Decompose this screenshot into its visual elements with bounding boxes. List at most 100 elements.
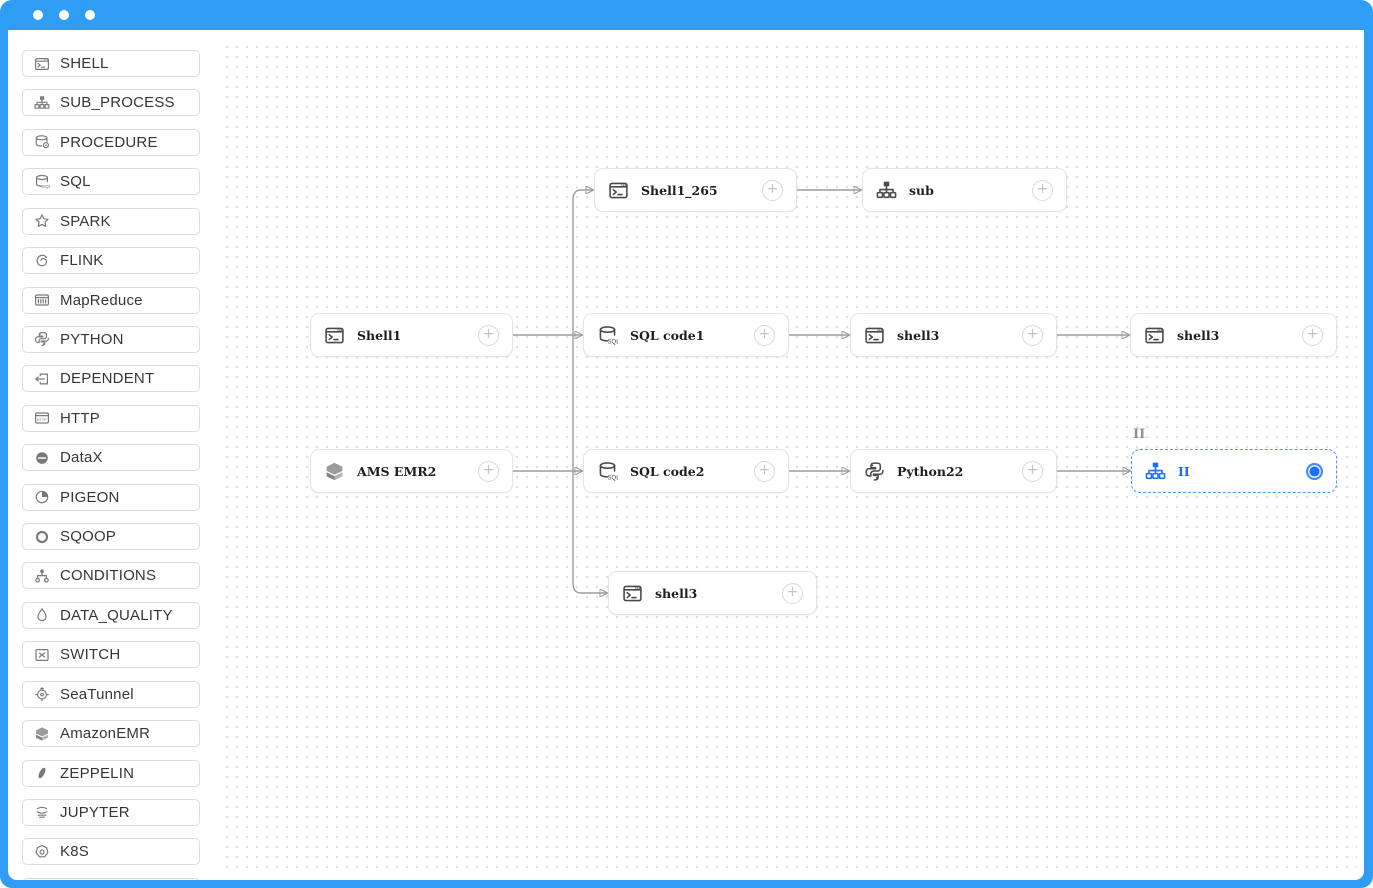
sub-process-icon xyxy=(34,95,50,111)
sidebar-item-label: ZEPPELIN xyxy=(60,764,135,782)
shell-icon xyxy=(608,180,629,201)
task-node-sql_code1[interactable]: SQL SQL code1 + xyxy=(583,313,789,357)
sidebar-item-conditions[interactable]: CONDITIONS xyxy=(22,562,200,590)
window-content: SHELL SUB_PROCESS PROCEDURE SQL SQL SPARK FLIN… xyxy=(8,30,1364,880)
sidebar-item-seatunnel[interactable]: SeaTunnel xyxy=(22,680,200,708)
add-connection-button[interactable]: + xyxy=(1022,324,1043,346)
window-minimize-button[interactable] xyxy=(59,10,69,20)
task-node-python22[interactable]: Python22 + xyxy=(850,449,1057,493)
task-node-shell3_b[interactable]: shell3 + xyxy=(1130,313,1337,357)
sidebar-item-jupyter[interactable]: JUPYTER xyxy=(22,798,200,826)
sidebar-item-sql[interactable]: SQL SQL xyxy=(22,168,200,196)
svg-text:SQL: SQL xyxy=(42,184,50,189)
add-connection-button[interactable]: + xyxy=(1302,324,1323,346)
sub-process-icon xyxy=(1145,461,1166,482)
window-maximize-button[interactable] xyxy=(85,10,95,20)
amazon-emr-icon xyxy=(324,461,345,482)
seatunnel-icon xyxy=(34,686,50,702)
shell-icon xyxy=(1144,325,1165,346)
node-label: Shell1_265 xyxy=(641,182,718,198)
sidebar-item-label: DATA_QUALITY xyxy=(60,606,173,624)
data-quality-icon xyxy=(34,607,50,623)
add-connection-button[interactable]: + xyxy=(1032,179,1053,201)
sidebar-item-sqoop[interactable]: SQOOP xyxy=(22,523,200,551)
sidebar-item-python[interactable]: PYTHON xyxy=(22,325,200,353)
http-icon: HTTP xyxy=(34,410,50,426)
sidebar-item-dependent[interactable]: DEPENDENT xyxy=(22,365,200,393)
sidebar-item-sub-process[interactable]: SUB_PROCESS xyxy=(22,89,200,117)
sidebar-item-flink[interactable]: FLINK xyxy=(22,247,200,275)
datax-icon xyxy=(34,450,50,466)
task-node-ams_emr2[interactable]: AMS EMR2 + xyxy=(310,449,513,493)
node-floating-label: II xyxy=(1133,427,1146,442)
svg-text:SQL: SQL xyxy=(608,339,619,345)
window-titlebar xyxy=(0,0,1373,30)
sql-icon: SQL xyxy=(597,325,618,346)
node-label: shell3 xyxy=(897,327,940,343)
node-label: AMS EMR2 xyxy=(357,463,437,479)
task-node-shell3_c[interactable]: shell3 + xyxy=(608,571,817,615)
connection-port-indicator[interactable] xyxy=(1306,462,1323,480)
sidebar-item-label: MapReduce xyxy=(60,291,143,309)
sidebar-item-label: JUPYTER xyxy=(60,803,130,821)
add-connection-button[interactable]: + xyxy=(762,179,783,201)
node-label: sub xyxy=(909,182,934,198)
svg-text:HTTP: HTTP xyxy=(37,418,47,422)
sidebar-item-partial xyxy=(22,877,200,880)
sidebar-item-datax[interactable]: DataX xyxy=(22,444,200,472)
flink-icon xyxy=(34,253,50,269)
pigeon-icon xyxy=(34,489,50,505)
node-label: shell3 xyxy=(655,585,698,601)
sidebar-item-mapreduce[interactable]: MapReduce xyxy=(22,286,200,314)
task-node-shell1_265[interactable]: Shell1_265 + xyxy=(594,168,797,212)
window-close-button[interactable] xyxy=(33,10,43,20)
spark-icon xyxy=(34,213,50,229)
task-node-shell1[interactable]: Shell1 + xyxy=(310,313,513,357)
sql-icon: SQL xyxy=(34,174,50,190)
sidebar-item-label: FLINK xyxy=(60,252,104,270)
task-node-shell3_a[interactable]: shell3 + xyxy=(850,313,1057,357)
sidebar-item-zeppelin[interactable]: ZEPPELIN xyxy=(22,759,200,787)
sidebar-item-amazonemr[interactable]: AmazonEMR xyxy=(22,720,200,748)
node-label: Python22 xyxy=(897,463,964,479)
shell-icon xyxy=(324,325,345,346)
sidebar-item-k8s[interactable]: K8S xyxy=(22,838,200,866)
k8s-icon xyxy=(34,844,50,860)
node-label: Shell1 xyxy=(357,327,402,343)
node-label: shell3 xyxy=(1177,327,1220,343)
sidebar-item-label: SHELL xyxy=(60,55,109,72)
add-connection-button[interactable]: + xyxy=(754,324,775,346)
sidebar-item-label: K8S xyxy=(60,843,89,861)
python-icon xyxy=(864,461,885,482)
switch-icon xyxy=(34,647,50,663)
add-connection-button[interactable]: + xyxy=(478,460,499,482)
sidebar-item-procedure[interactable]: PROCEDURE xyxy=(22,128,200,156)
task-node-sub[interactable]: sub + xyxy=(862,168,1067,212)
sidebar-item-data-quality[interactable]: DATA_QUALITY xyxy=(22,601,200,629)
sidebar-item-spark[interactable]: SPARK xyxy=(22,207,200,235)
add-connection-button[interactable]: + xyxy=(478,324,499,346)
sidebar-item-pigeon[interactable]: PIGEON xyxy=(22,483,200,511)
sidebar-item-label: DEPENDENT xyxy=(60,370,155,388)
sidebar-item-shell[interactable]: SHELL xyxy=(22,50,200,77)
sidebar-item-label: SQL xyxy=(60,173,91,191)
sidebar-item-label: SPARK xyxy=(60,212,111,230)
jupyter-icon xyxy=(34,804,50,820)
add-connection-button[interactable]: + xyxy=(782,582,803,604)
sidebar-item-label: PIGEON xyxy=(60,488,120,506)
mapreduce-icon xyxy=(34,292,50,308)
add-connection-button[interactable]: + xyxy=(1022,460,1043,482)
node-label: SQL code1 xyxy=(630,327,705,343)
sidebar-item-switch[interactable]: SWITCH xyxy=(22,641,200,669)
dependent-icon xyxy=(34,371,50,387)
shell-icon xyxy=(34,56,50,72)
sidebar-item-label: SWITCH xyxy=(60,646,121,664)
sidebar-item-label: SQOOP xyxy=(60,528,117,546)
task-node-ii_selected[interactable]: II xyxy=(1131,449,1337,493)
sql-icon: SQL xyxy=(597,461,618,482)
add-connection-button[interactable]: + xyxy=(754,460,775,482)
sub-process-icon xyxy=(876,180,897,201)
node-label: II xyxy=(1178,463,1190,479)
